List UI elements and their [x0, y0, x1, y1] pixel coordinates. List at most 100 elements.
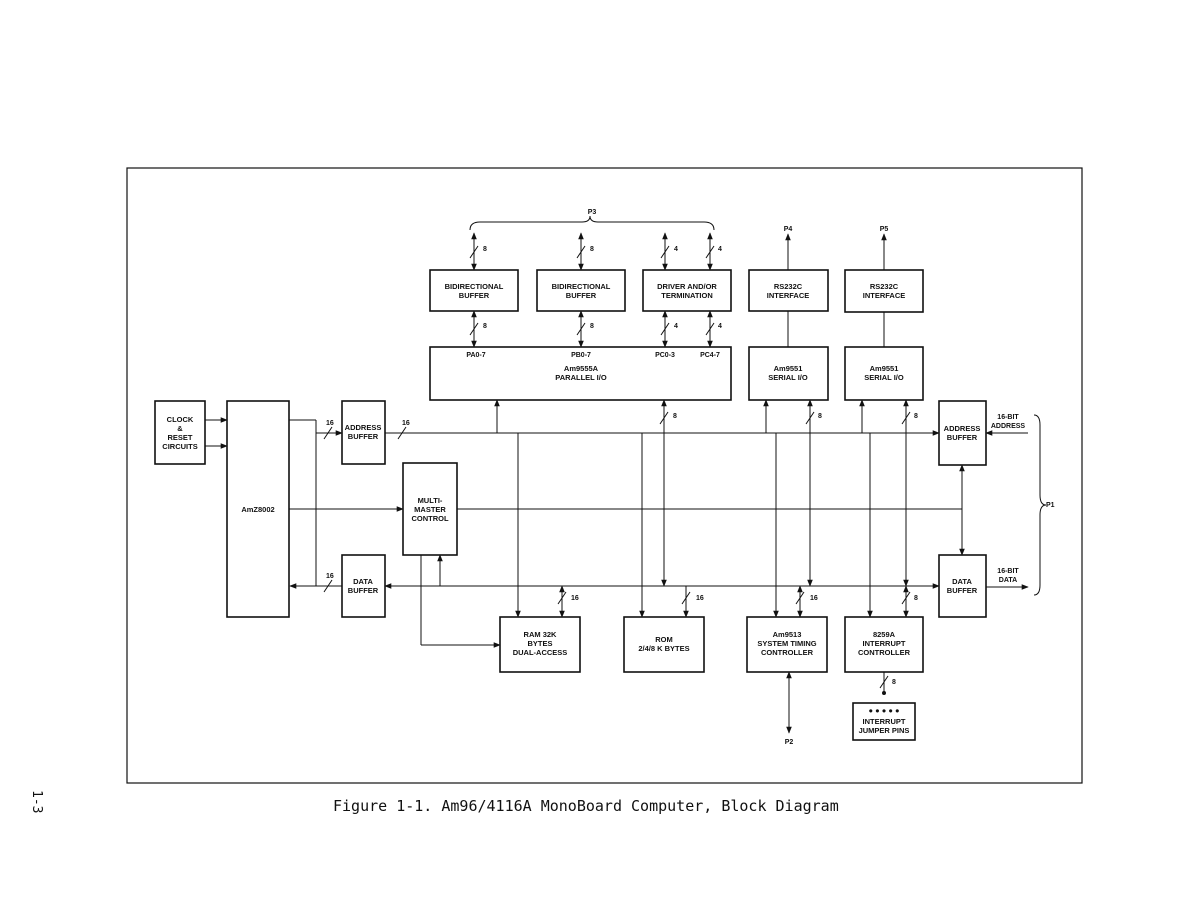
interrupt-line-3: CONTROLLER [858, 648, 911, 657]
addr-buf-left-line-2: BUFFER [348, 432, 379, 441]
addr-buf-right-line-2: BUFFER [947, 433, 978, 442]
rom-line-1: ROM [655, 635, 673, 644]
width-label: 4 [718, 323, 722, 330]
label-pc4-7: PC4-7 [700, 352, 720, 359]
width-label: 16 [571, 595, 579, 602]
timing-line-3: CONTROLLER [761, 648, 814, 657]
rom-block: ROM 2/4/8 K BYTES [623, 616, 705, 673]
interrupt-line-2: INTERRUPT [863, 639, 906, 648]
rom-line-2: 2/4/8 K BYTES [638, 644, 689, 653]
jumper-dots: ● ● ● ● ● [869, 706, 900, 715]
data-buffer-right-block: DATA BUFFER [938, 554, 987, 618]
rs232c-interface-2-block: RS232C INTERFACE [844, 269, 924, 313]
width-label: 4 [674, 323, 678, 330]
clock-line-1: CLOCK [167, 415, 194, 424]
rs232-2-line-1: RS232C [870, 282, 899, 291]
data-buf-left-line-2: BUFFER [348, 586, 379, 595]
label-pb0-7: PB0-7 [571, 352, 591, 359]
width-label: 8 [892, 679, 896, 686]
cpu-label: AmZ8002 [241, 505, 274, 514]
cpu-block: AmZ8002 [226, 400, 290, 618]
data-buf-right-line-1: DATA [952, 577, 972, 586]
clock-reset-block: CLOCK & RESET CIRCUITS [154, 400, 206, 465]
serial2-line-2: SERIAL I/O [864, 373, 904, 382]
label-pa0-7: PA0-7 [466, 352, 485, 359]
parallel-io-block: PA0-7 PB0-7 PC0-3 PC4-7 Am9555A PARALLEL… [429, 346, 732, 401]
serial-io-1-block: Am9551 SERIAL I/O [748, 346, 829, 401]
timing-line-2: SYSTEM TIMING [757, 639, 816, 648]
width-label: 8 [483, 323, 487, 330]
width-label: 16 [402, 420, 410, 427]
bidir1-line-1: BIDIRECTIONAL [445, 282, 504, 291]
driver-line-2: TERMINATION [661, 291, 713, 300]
serial-io-2-block: Am9551 SERIAL I/O [844, 346, 924, 401]
label-p1: P1 [1046, 502, 1055, 509]
driver-line-1: DRIVER AND/OR [657, 282, 717, 291]
connector-labels: P3 P4 P5 P1 P2 16-BIT ADDRESS 16-BIT DAT… [588, 209, 1055, 746]
timing-line-1: Am9513 [773, 630, 802, 639]
label-p5: P5 [880, 226, 889, 233]
multi-master-line-3: CONTROL [411, 514, 448, 523]
page-number-text: 1-3 [29, 790, 44, 814]
label-p2: P2 [785, 739, 794, 746]
serial1-line-2: SERIAL I/O [768, 373, 808, 382]
serial2-line-1: Am9551 [870, 364, 899, 373]
multi-master-line-1: MULTI- [418, 496, 443, 505]
label-p4: P4 [784, 226, 793, 233]
driver-termination-block: DRIVER AND/OR TERMINATION [642, 269, 732, 312]
label-16bit-data-2: DATA [999, 577, 1017, 584]
label-16bit-address-1: 16-BIT [997, 414, 1019, 421]
bidir2-line-1: BIDIRECTIONAL [552, 282, 611, 291]
width-label: 4 [674, 246, 678, 253]
clock-line-3: RESET [167, 433, 192, 442]
bidir2-line-2: BUFFER [566, 291, 597, 300]
width-label: 8 [914, 595, 918, 602]
address-buffer-right-block: ADDRESS BUFFER [938, 400, 987, 466]
rs232-2-line-2: INTERFACE [863, 291, 906, 300]
clock-line-4: CIRCUITS [162, 442, 197, 451]
system-timing-block: Am9513 SYSTEM TIMING CONTROLLER [746, 616, 828, 673]
ram-line-2: BYTES [527, 639, 552, 648]
width-label: 8 [673, 413, 677, 420]
width-label: 8 [590, 246, 594, 253]
rs232-1-line-2: INTERFACE [767, 291, 810, 300]
rs232c-interface-1-block: RS232C INTERFACE [748, 269, 829, 312]
data-buffer-left-block: DATA BUFFER [341, 554, 386, 618]
addr-buf-right-line-1: ADDRESS [944, 424, 981, 433]
width-label: 16 [326, 420, 334, 427]
address-buffer-left-block: ADDRESS BUFFER [341, 400, 386, 465]
width-label: 16 [696, 595, 704, 602]
width-label: 16 [810, 595, 818, 602]
interrupt-controller-block: 8259A INTERRUPT CONTROLLER [844, 616, 924, 673]
bidirectional-buffer-2-block: BIDIRECTIONAL BUFFER [536, 269, 626, 312]
label-pc0-3: PC0-3 [655, 352, 675, 359]
jumper-line-1: INTERRUPT [863, 717, 906, 726]
ram-line-3: DUAL-ACCESS [513, 648, 568, 657]
width-label: 4 [718, 246, 722, 253]
multi-master-control-block: MULTI- MASTER CONTROL [402, 462, 458, 556]
width-label: 8 [914, 413, 918, 420]
clock-line-2: & [177, 424, 183, 433]
page-number: 1-3 [29, 790, 74, 830]
label-16bit-data-1: 16-BIT [997, 568, 1019, 575]
diagram-frame [126, 167, 1083, 784]
interrupt-jumper-pins-block: ● ● ● ● ● INTERRUPT JUMPER PINS [852, 702, 916, 741]
ram-line-1: RAM 32K [524, 630, 558, 639]
label-p3: P3 [588, 209, 597, 216]
width-label: 8 [818, 413, 822, 420]
parallel-io-line-2: PARALLEL I/O [555, 373, 607, 382]
width-label: 8 [483, 246, 487, 253]
interrupt-line-1: 8259A [873, 630, 896, 639]
bidirectional-buffer-1-block: BIDIRECTIONAL BUFFER [429, 269, 519, 312]
figure-caption: Figure 1-1. Am96/4116A MonoBoard Compute… [333, 797, 839, 815]
bidir1-line-2: BUFFER [459, 291, 490, 300]
width-label: 16 [326, 573, 334, 580]
data-buf-right-line-2: BUFFER [947, 586, 978, 595]
rs232-1-line-1: RS232C [774, 282, 803, 291]
bus-width-labels: 8 8 4 4 8 8 4 4 16 16 16 8 8 8 16 16 16 … [326, 246, 918, 686]
data-buf-left-line-1: DATA [353, 577, 373, 586]
ram-block: RAM 32K BYTES DUAL-ACCESS [499, 616, 581, 673]
multi-master-line-2: MASTER [414, 505, 446, 514]
addr-buf-left-line-1: ADDRESS [345, 423, 382, 432]
